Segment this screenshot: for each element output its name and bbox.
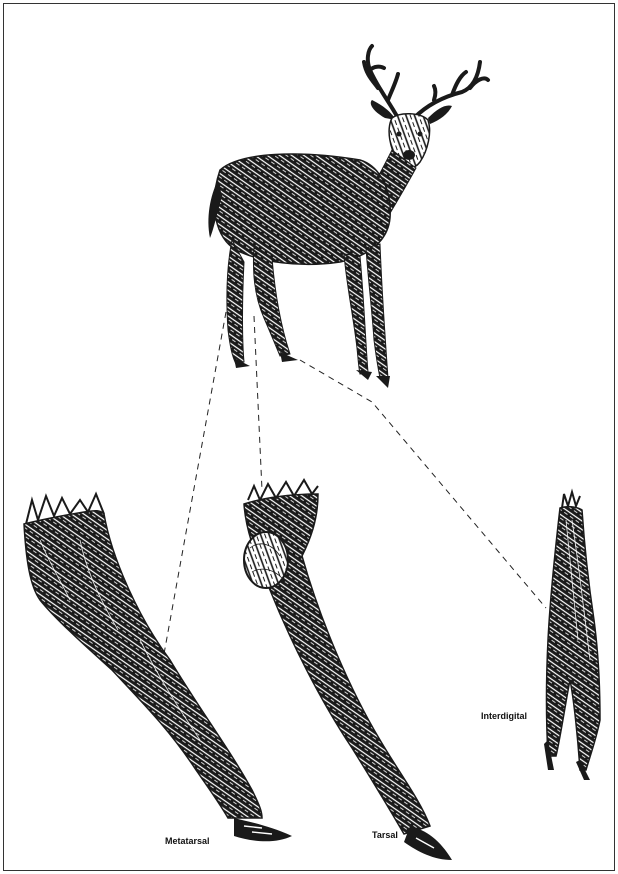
leader-interdigital	[300, 360, 546, 608]
label-tarsal: Tarsal	[372, 830, 398, 840]
front-leg-left	[344, 254, 368, 374]
interdigital-fur-fringe	[562, 492, 580, 508]
label-metatarsal: Metatarsal	[165, 836, 210, 846]
tarsal-gland	[244, 532, 288, 588]
whitetail-deer-illustration	[208, 46, 488, 388]
right-eye	[418, 132, 423, 137]
interdigital-hoof-detail: Interdigital	[481, 492, 600, 780]
label-interdigital: Interdigital	[481, 711, 527, 721]
metatarsal-leg-shape	[24, 511, 262, 818]
nose	[403, 150, 415, 160]
interdigital-hoof-shape	[547, 507, 601, 770]
tarsal-hoof	[404, 826, 452, 860]
leader-metatarsal	[162, 312, 226, 665]
leader-tarsal	[254, 316, 262, 490]
left-eye	[397, 132, 402, 137]
front-hoof-right	[376, 376, 390, 388]
page-frame	[4, 4, 615, 871]
hind-leg-left	[227, 240, 244, 364]
hind-leg-right	[253, 248, 290, 356]
leader-lines	[162, 312, 546, 665]
front-leg-right	[366, 244, 388, 378]
tarsal-leg-detail: Tarsal	[244, 480, 452, 860]
body	[214, 154, 390, 264]
metatarsal-hoof	[234, 818, 292, 841]
front-hoof-left	[356, 370, 372, 380]
right-ear	[428, 106, 452, 125]
